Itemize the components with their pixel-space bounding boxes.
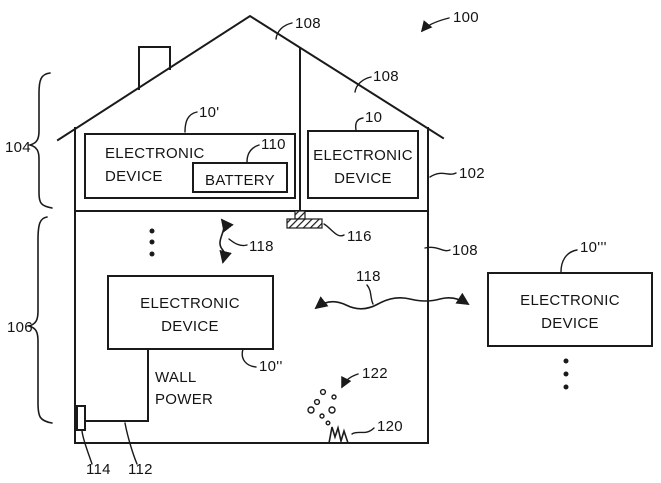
device-label: ELECTRONIC [313,147,413,164]
ref-label-10-double-prime: 10'' [259,358,283,375]
ref-label-122: 122 [362,365,388,382]
ref-label-120: 120 [377,418,403,435]
leader-10-prime [184,111,198,133]
ellipsis-dot [563,358,569,364]
bubble [331,394,337,400]
leader-10-double-prime [241,348,257,368]
wireless-link-horizontal-arrow [314,292,470,310]
battery-box [192,162,288,193]
leader-108-top [275,22,293,40]
bubble [319,413,325,419]
ref-label-108-wall: 108 [452,242,478,259]
device-box-attic-right [307,130,419,199]
wall-crack [328,425,349,445]
device-ellipsis-outdoor [563,358,569,390]
antenna-mount-stem [294,210,306,220]
ref-label-110: 110 [261,136,286,153]
bubble [325,420,331,426]
ellipsis-dot [149,239,155,245]
device-ellipsis-indoor [149,228,155,257]
ellipsis-dot [563,371,569,377]
bubble-cluster [307,388,337,426]
bubble [313,398,321,406]
leader-102 [429,172,457,178]
leader-10-triple-prime [560,249,578,273]
leader-120 [351,427,375,435]
device-label: DEVICE [161,318,219,335]
system-ref-arrow [420,17,450,33]
ref-label-106: 106 [7,319,33,336]
device-label: ELECTRONIC [520,292,620,309]
ref-label-10-triple-prime: 10''' [580,239,607,256]
wall-outlet [76,405,86,431]
bubble [307,406,315,414]
brace-main-floor-106 [26,216,53,424]
bubbles-ref-arrow [341,373,359,389]
leader-10 [354,117,364,131]
ellipsis-dot [563,384,569,390]
battery-label: BATTERY [205,172,275,189]
bubble [319,388,327,396]
ellipsis-dot [149,251,155,257]
ref-label-10: 10 [365,109,382,126]
device-label: ELECTRONIC [140,295,240,312]
leader-108-wall [424,246,451,252]
device-label: DEVICE [334,170,392,187]
wall-power-label: WALL [155,369,197,386]
ref-label-118-horizontal: 118 [356,268,381,285]
antenna-mount-bar [286,218,323,229]
device-label: ELECTRONIC [105,145,205,162]
ref-label-114: 114 [86,461,111,478]
leader-112 [124,422,138,465]
ref-label-108-roof: 108 [373,68,399,85]
device-box-main-floor [107,275,274,350]
device-label: DEVICE [105,168,163,185]
ref-label-10-prime: 10' [199,104,219,121]
roof-outline [56,14,445,142]
ref-label-108-top: 108 [295,15,321,32]
leader-118-vertical [228,238,248,247]
wireless-link-vertical-arrow [219,218,234,264]
leader-114 [81,430,93,465]
ref-label-116: 116 [347,228,372,245]
device-label: DEVICE [541,315,599,332]
ref-label-100: 100 [453,9,479,26]
leader-110 [246,144,260,163]
wall-power-label: POWER [155,391,213,408]
bubble [328,406,336,414]
brace-attic-104 [27,72,53,209]
leader-108-roof [354,76,372,93]
device-box-outdoor [487,272,653,347]
ref-label-104: 104 [5,139,31,156]
ref-label-118-vertical: 118 [249,238,274,255]
leader-116 [323,223,345,237]
ref-label-112: 112 [128,461,153,478]
leader-118-horizontal [366,284,374,305]
chimney [138,46,171,90]
power-cord [84,348,149,422]
ref-label-102: 102 [459,165,485,182]
ellipsis-dot [149,228,155,234]
